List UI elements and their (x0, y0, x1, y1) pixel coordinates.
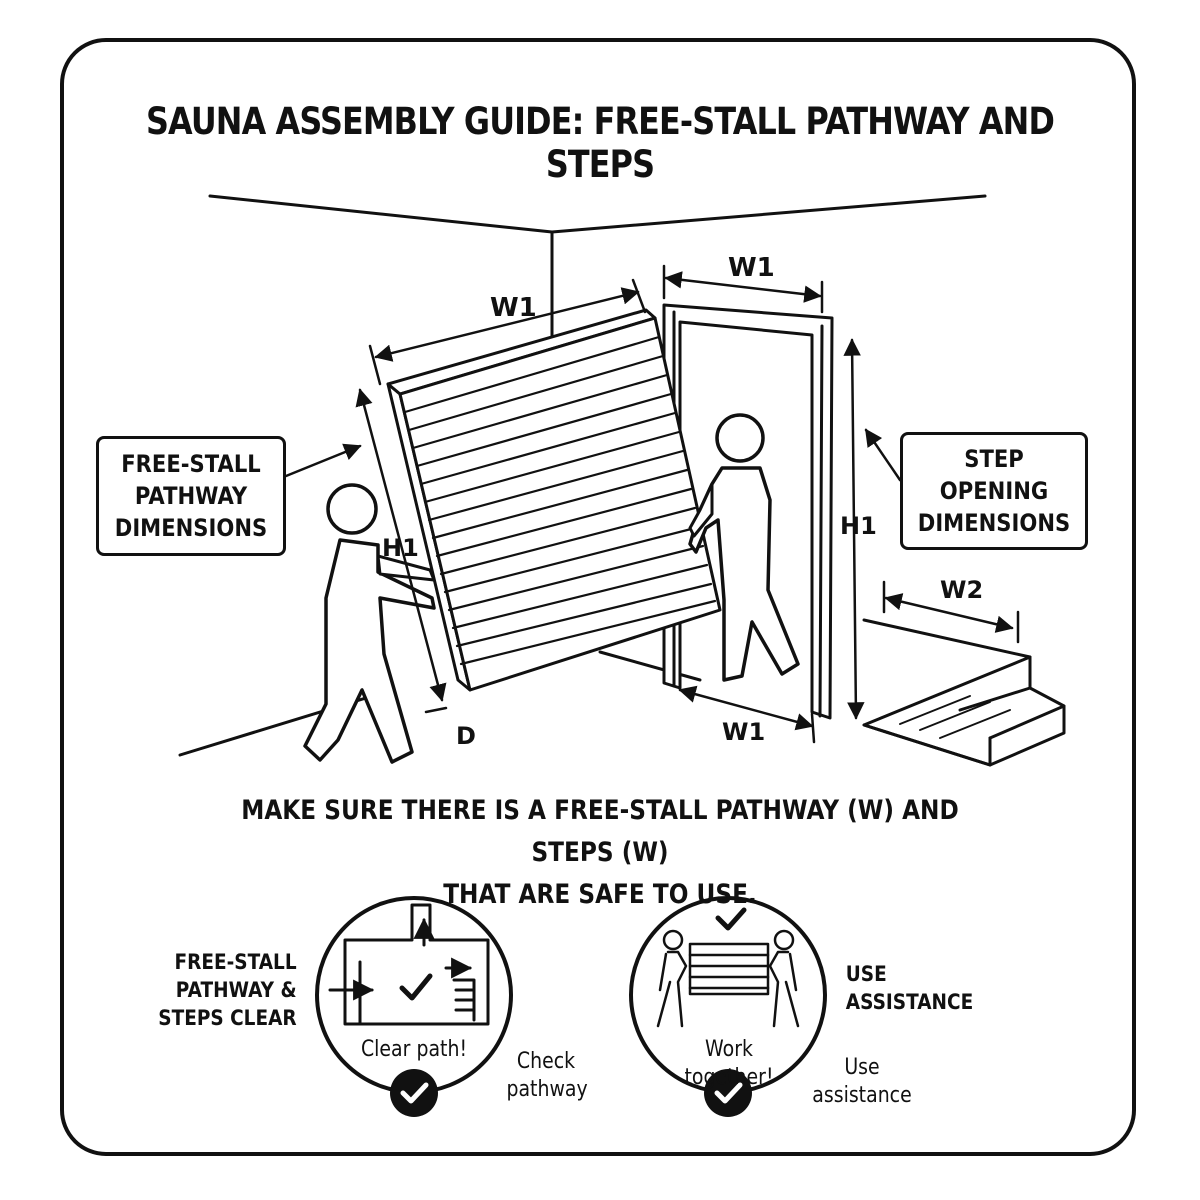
person-right-icon (688, 413, 800, 682)
clear-path-caption: Clear path! (360, 1037, 468, 1062)
page-title: SAUNA ASSEMBLY GUIDE: FREE-STALL PATHWAY… (145, 100, 1055, 186)
step-callout-text: STEP OPENING DIMENSIONS (917, 445, 1071, 537)
door-width-top-label: W1 (728, 253, 775, 283)
use-assistance-label: USE ASSISTANCE (845, 962, 974, 1014)
dimension-arrows (284, 264, 1020, 744)
panel-depth-label: D (456, 722, 476, 750)
pathway-clear-label: FREE-STALL PATHWAY & STEPS CLEAR (158, 950, 297, 1030)
guide-frame (60, 38, 1136, 1156)
person-left-icon (303, 483, 436, 764)
door-width-bottom-label: W1 (722, 718, 765, 746)
instruction-line-1: MAKE SURE THERE IS A FREE-STALL PATHWAY … (241, 795, 959, 868)
work-together-caption: Work together! (684, 1037, 774, 1090)
step-width-label: W2 (940, 576, 983, 604)
check-pathway-note: Check pathway (506, 1049, 588, 1102)
panel-height-label: H1 (382, 534, 419, 562)
pathway-dimensions-callout: FREE-STALL PATHWAY DIMENSIONS (96, 436, 286, 556)
panel-width-label: W1 (490, 293, 537, 323)
clear-path-badge (315, 896, 513, 1117)
use-assistance-note: Use assistance (812, 1055, 912, 1108)
instruction-line-2: THAT ARE SAFE TO USE. (443, 879, 757, 910)
steps-icon (862, 618, 1066, 767)
safety-instruction: MAKE SURE THERE IS A FREE-STALL PATHWAY … (204, 790, 995, 916)
work-together-badge (629, 896, 827, 1117)
door-height-label: H1 (840, 512, 877, 540)
step-dimensions-callout: STEP OPENING DIMENSIONS (900, 432, 1088, 550)
pathway-callout-text: FREE-STALL PATHWAY DIMENSIONS (114, 450, 268, 542)
